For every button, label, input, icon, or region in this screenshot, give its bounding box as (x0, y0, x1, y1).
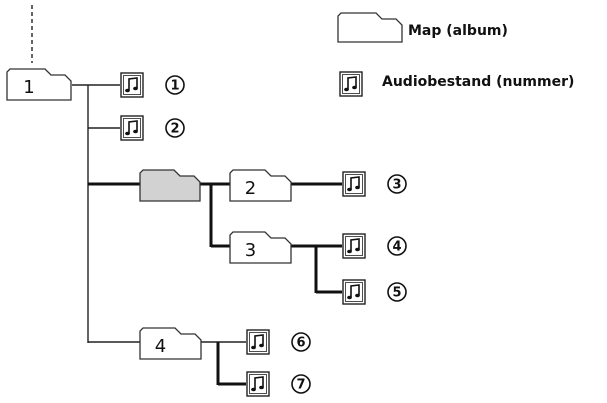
music-note-icon (350, 176, 360, 189)
track-3 (342, 171, 366, 197)
track-5 (342, 279, 366, 305)
track-number: 6 (296, 336, 305, 351)
folder-3: 3 (229, 231, 292, 264)
folder-number: 3 (245, 240, 256, 261)
folder-icon (139, 169, 201, 202)
tree-connectors (31, 5, 342, 386)
track-number-badge: 3 (387, 174, 407, 194)
music-note-icon (128, 77, 138, 90)
legend-folder-label: Map (album) (408, 23, 508, 39)
music-note-icon (254, 376, 264, 389)
legend-folder-icon (337, 12, 403, 43)
music-note-icon (128, 120, 138, 133)
folder-number: 2 (245, 178, 256, 199)
track-number: 7 (296, 378, 305, 393)
folder-icon (229, 231, 292, 264)
track-7 (246, 371, 270, 397)
legend-music-file-shape (339, 71, 363, 97)
track-number-badge: 5 (387, 282, 407, 302)
music-note-icon (350, 238, 360, 251)
track-number-badge: 6 (291, 332, 311, 352)
folder-icon (229, 169, 292, 202)
folder-number: 4 (155, 336, 166, 357)
track-2 (120, 115, 144, 141)
music-note-icon (350, 284, 360, 297)
legend-folder-shape (337, 12, 403, 43)
music-note-icon (254, 334, 264, 347)
folder-number: 1 (23, 77, 34, 98)
track-number: 4 (392, 240, 401, 255)
folder-2: 2 (229, 169, 292, 202)
track-number: 3 (392, 178, 401, 193)
track-4 (342, 233, 366, 259)
folder-icon (6, 68, 72, 101)
folder-4: 4 (139, 327, 202, 360)
folder-icon (337, 12, 403, 43)
folder-highlighted (139, 169, 201, 202)
folder-1: 1 (6, 68, 72, 101)
tracks-layer: 1 2 3 4 5 6 7 (120, 72, 407, 397)
track-number-badge: 1 (165, 75, 185, 95)
track-1 (120, 72, 144, 98)
legend-file-label: Audiobestand (nummer) (382, 74, 574, 90)
track-number-badge: 2 (165, 118, 185, 138)
track-number: 2 (170, 122, 179, 137)
folder-icon (139, 327, 202, 360)
track-6 (246, 329, 270, 355)
music-note-icon (347, 76, 357, 89)
track-number-badge: 7 (291, 374, 311, 394)
legend-music-file-icon (339, 71, 363, 97)
folders-layer: 1 2 3 4 (6, 68, 292, 360)
track-number: 1 (170, 79, 179, 94)
track-number: 5 (392, 286, 401, 301)
legend: Map (album) Audiobestand (nummer) (337, 12, 574, 97)
track-number-badge: 4 (387, 236, 407, 256)
